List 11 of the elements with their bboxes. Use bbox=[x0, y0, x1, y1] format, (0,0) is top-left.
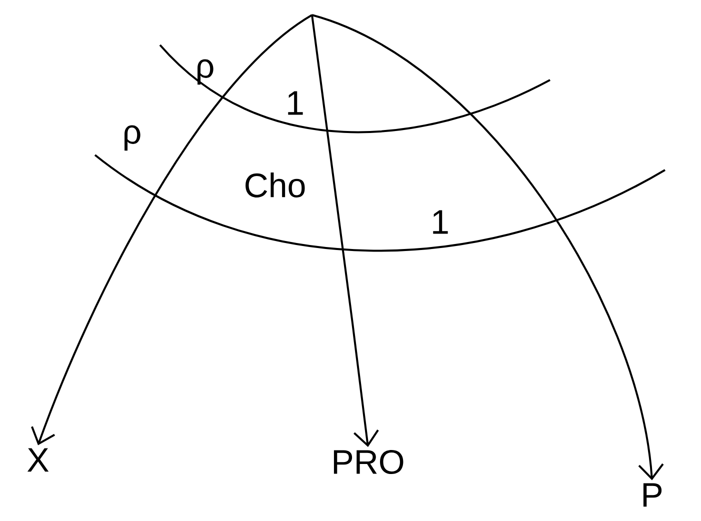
node-label: P bbox=[643, 483, 662, 507]
node-label: PRO bbox=[334, 450, 404, 474]
diagram-label: Cho bbox=[246, 172, 305, 198]
diagram-label: ρ bbox=[198, 59, 214, 85]
arrow bbox=[31, 14, 313, 446]
diagram-label: ρ bbox=[124, 125, 140, 151]
arrow bbox=[311, 14, 379, 447]
diagram-label: 1 bbox=[288, 91, 303, 115]
node-label: X bbox=[27, 448, 49, 472]
arrow bbox=[312, 14, 664, 480]
diagram-label: 1 bbox=[433, 210, 448, 234]
